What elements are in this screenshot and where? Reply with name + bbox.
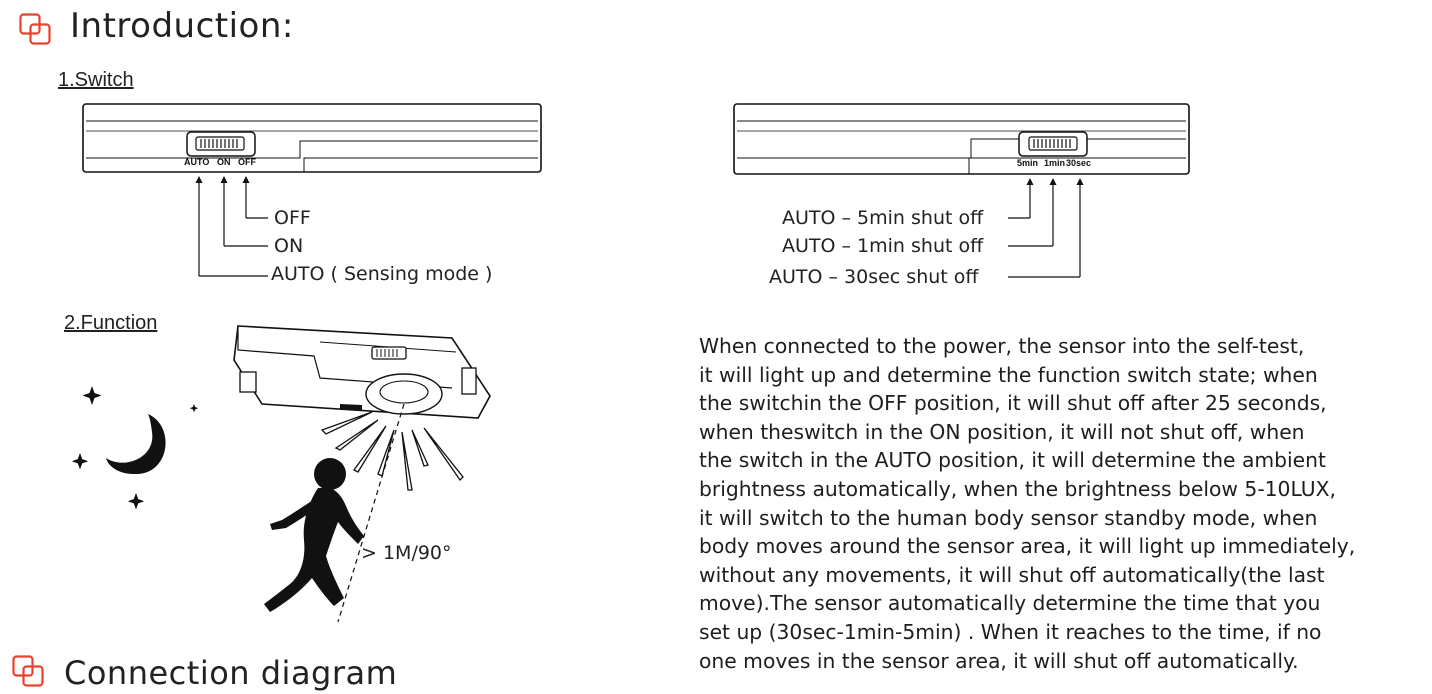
device-label-off: OFF: [238, 157, 256, 167]
description-text: When connected to the power, the sensor …: [699, 332, 1431, 675]
switch-section-title: 1.Switch: [58, 69, 134, 91]
star-icon: [71, 386, 199, 510]
description-line: it will light up and determine the funct…: [699, 362, 1318, 387]
description-line: move).The sensor automatically determine…: [699, 591, 1321, 616]
callout-1min: AUTO – 1min shut off: [782, 235, 984, 257]
child-silhouette: [264, 458, 364, 612]
description-line: When connected to the power, the sensor …: [699, 334, 1305, 358]
moon-icon: [106, 414, 166, 475]
description-line: the switch in the AUTO position, it will…: [699, 448, 1326, 473]
callout-auto: AUTO ( Sensing mode ): [271, 263, 493, 285]
description-line: brightness automatically, when the brigh…: [699, 476, 1336, 501]
description-line: one moves in the sensor area, it will sh…: [699, 648, 1299, 673]
function-section-title: 2.Function: [64, 312, 158, 334]
connection-heading: Connection diagram: [64, 654, 398, 692]
timer-label-30sec: 30sec: [1066, 158, 1092, 168]
description-line: without any movements, it will shut off …: [699, 562, 1325, 587]
description-line: it will switch to the human body sensor …: [699, 505, 1318, 530]
overlap-squares-icon: [12, 655, 44, 687]
timer-label-5min: 5min: [1017, 158, 1039, 168]
timer-label-1min: 1min: [1044, 158, 1066, 168]
callout-5min: AUTO – 5min shut off: [782, 207, 984, 229]
device-label-auto: AUTO: [184, 157, 210, 167]
callout-on: ON: [274, 235, 304, 257]
description-line: set up (30sec-1min-5min) . When it reach…: [699, 619, 1322, 644]
intro-heading: Introduction:: [70, 6, 294, 46]
description-line: body moves around the sensor area, it wi…: [699, 534, 1356, 559]
callout-off: OFF: [274, 207, 311, 229]
callout-30sec: AUTO – 30sec shut off: [769, 266, 979, 288]
overlap-squares-icon: [19, 13, 51, 45]
range-label: > 1M/90°: [361, 542, 452, 564]
device-label-on: ON: [217, 157, 231, 167]
description-line: the switchin the OFF position, it will s…: [699, 391, 1327, 416]
description-line: when theswitch in the ON position, it wi…: [699, 419, 1305, 444]
